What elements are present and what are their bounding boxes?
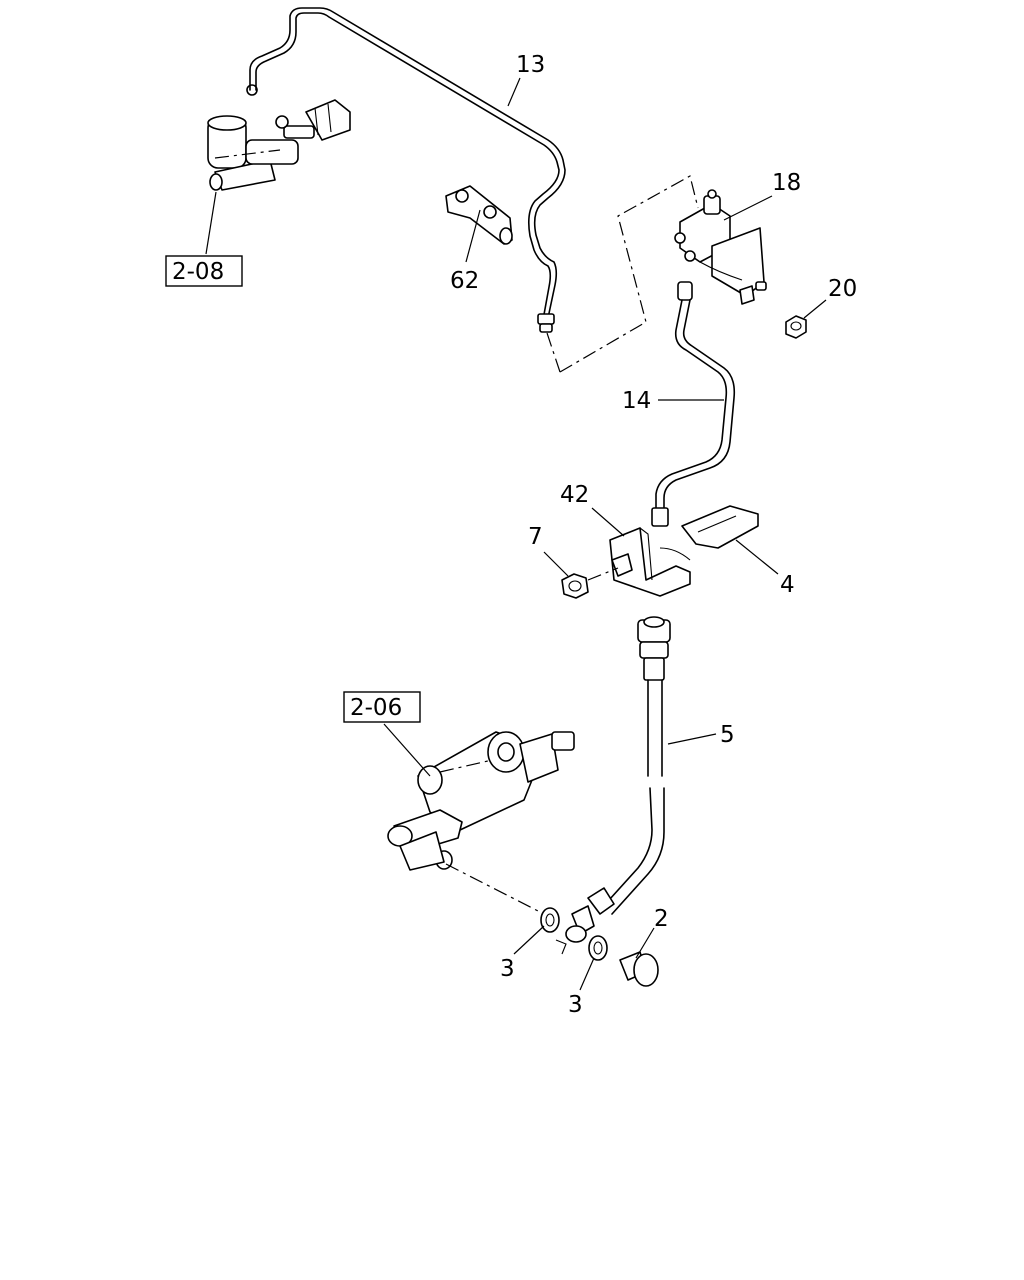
reference-box-2-08: 2-08 [165,255,243,287]
callout-5: 5 [720,722,735,748]
reference-label-2-06: 2-06 [350,695,402,721]
hose-bracket-42 [609,527,691,597]
clutch-hose-5 [555,616,671,955]
callout-20: 20 [828,276,857,302]
callout-14: 14 [622,388,651,414]
leader-lines [205,77,827,991]
callout-4: 4 [780,572,795,598]
callout-3-upper: 3 [500,956,515,982]
nut-20 [785,315,807,339]
eye-bolt-2 [619,951,659,987]
clutch-pipe-13 [249,7,566,333]
callout-42: 42 [560,482,589,508]
callout-13: 13 [516,52,545,78]
clutch-pipe-14 [651,281,736,527]
washer-3-lower [588,935,608,961]
nut-7 [561,567,619,599]
reference-box-2-06: 2-06 [343,691,421,723]
routing-dashed-outline [545,175,699,373]
clutch-slave-cylinder [387,731,575,913]
washer-3-upper [540,907,560,933]
callout-7: 7 [528,524,543,550]
callout-2: 2 [654,906,669,932]
pipe-bracket-18 [674,189,767,305]
clutch-master-cylinder [207,84,351,191]
callout-62: 62 [450,268,479,294]
retaining-clip-4 [681,505,759,549]
reference-label-2-08: 2-08 [172,259,224,285]
callout-3-lower: 3 [568,992,583,1018]
callout-18: 18 [772,170,801,196]
